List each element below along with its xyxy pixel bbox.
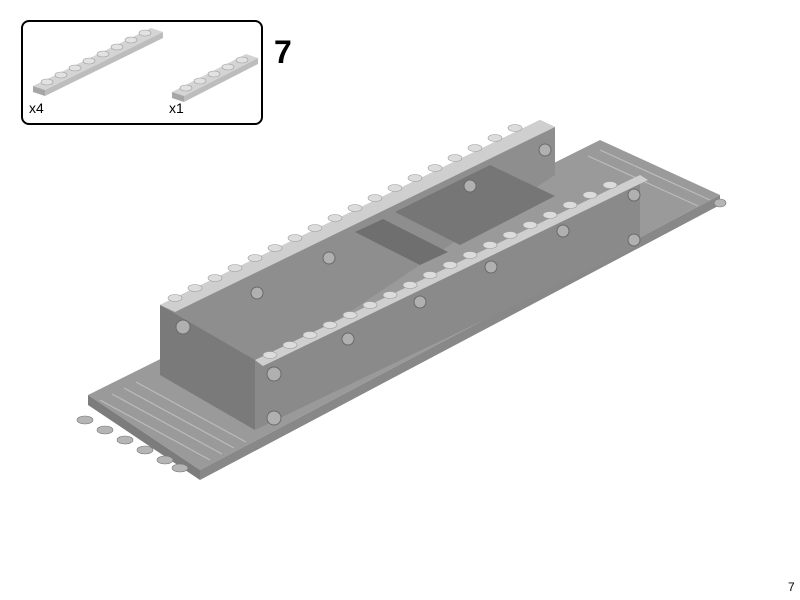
plate-1x8-image (33, 28, 163, 96)
quantity-label-1x6: x1 (169, 100, 184, 116)
step-number: 7 (274, 34, 292, 70)
page-number: 7 (788, 580, 795, 594)
plate-1x6-image (172, 54, 258, 102)
quantity-label-1x8: x4 (29, 100, 44, 116)
parts-callout: x4 x1 (21, 20, 263, 125)
